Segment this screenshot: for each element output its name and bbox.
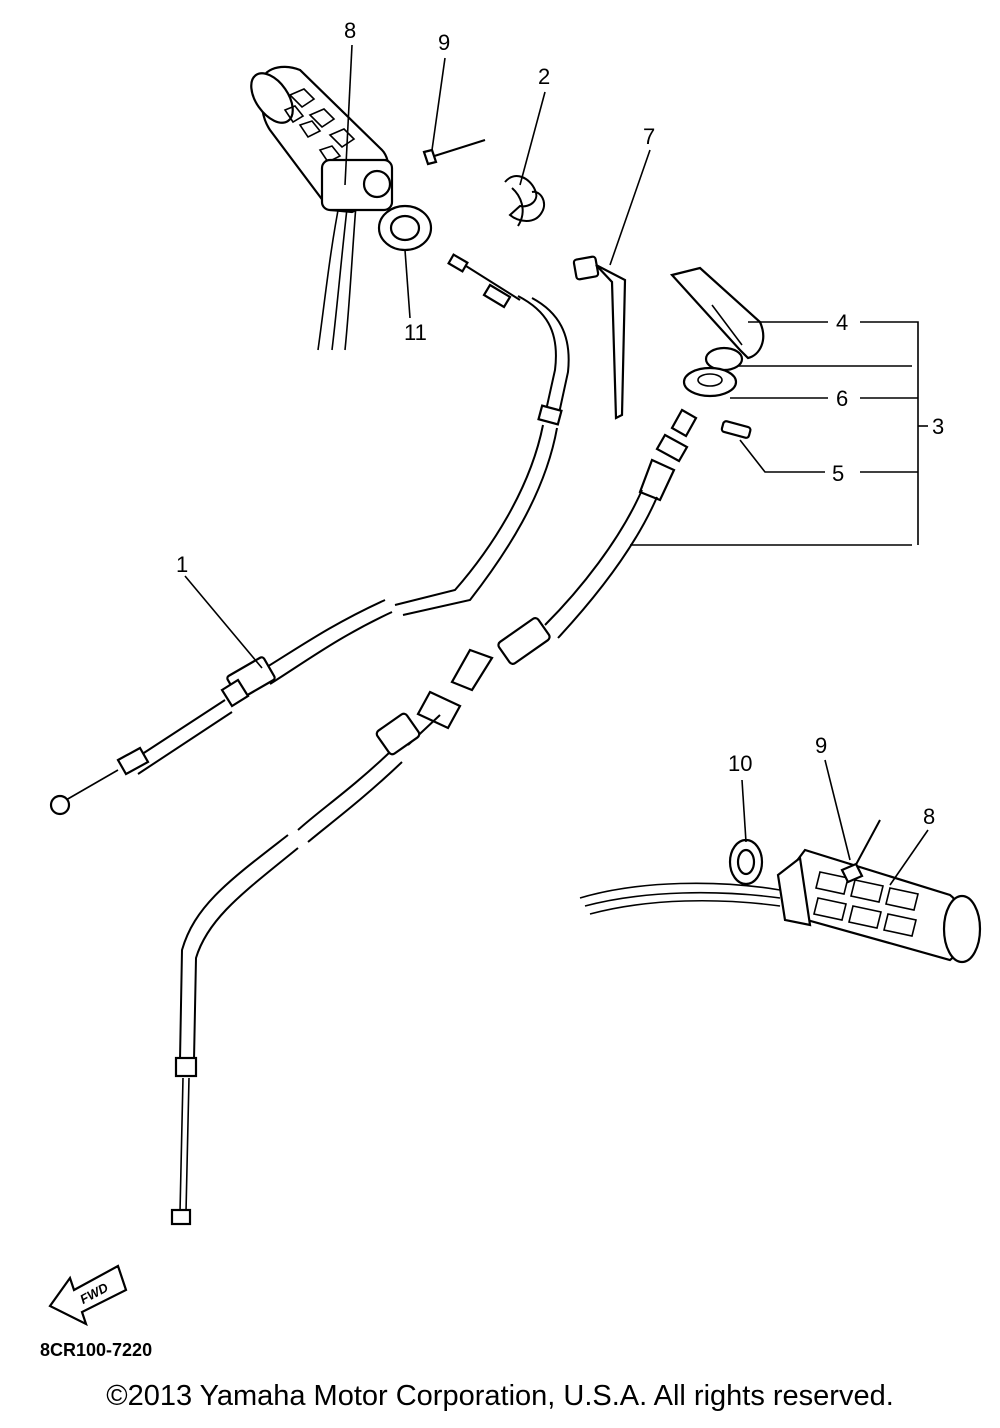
callout-2: 2 <box>538 64 550 89</box>
pin-5 <box>720 420 752 439</box>
callout-7: 7 <box>643 124 655 149</box>
washer-6 <box>682 346 744 398</box>
callout-9-upper: 9 <box>438 30 450 55</box>
callout-6: 6 <box>836 386 848 411</box>
callout-3: 3 <box>932 414 944 439</box>
callout-5: 5 <box>832 461 844 486</box>
left-grip-assembly <box>250 65 486 351</box>
grip-8-lower <box>776 848 982 964</box>
callout-11: 11 <box>404 320 427 345</box>
collar-11 <box>377 204 433 252</box>
leader-lines <box>184 44 929 886</box>
callout-10: 10 <box>728 751 752 776</box>
callout-4: 4 <box>836 310 848 335</box>
parts-diagram: 8 9 2 7 11 4 6 3 5 1 9 10 8 FWD 8CR100-7… <box>40 18 982 1360</box>
copyright-notice: ©2013 Yamaha Motor Corporation, U.S.A. A… <box>106 1380 894 1412</box>
cable-1 <box>49 253 570 816</box>
callout-9-lower: 9 <box>815 733 827 758</box>
grip-8-upper <box>250 65 394 214</box>
callout-1: 1 <box>176 552 188 577</box>
callout-8-lower: 8 <box>923 804 935 829</box>
screw-9-lower <box>840 819 881 884</box>
throttle-cable-3 <box>170 408 698 1226</box>
screw-9-upper <box>422 139 486 166</box>
clip-2 <box>504 175 546 227</box>
right-grip-assembly <box>579 819 982 964</box>
callout-8-upper: 8 <box>344 18 356 43</box>
cable-tie-7 <box>572 255 627 420</box>
collar-10 <box>728 838 764 886</box>
fwd-arrow-icon: FWD <box>48 1264 128 1327</box>
throttle-lever-4 <box>669 266 765 360</box>
diagram-code: 8CR100-7220 <box>40 1340 152 1360</box>
callouts: 8 9 2 7 11 4 6 3 5 1 9 10 8 <box>176 18 944 829</box>
